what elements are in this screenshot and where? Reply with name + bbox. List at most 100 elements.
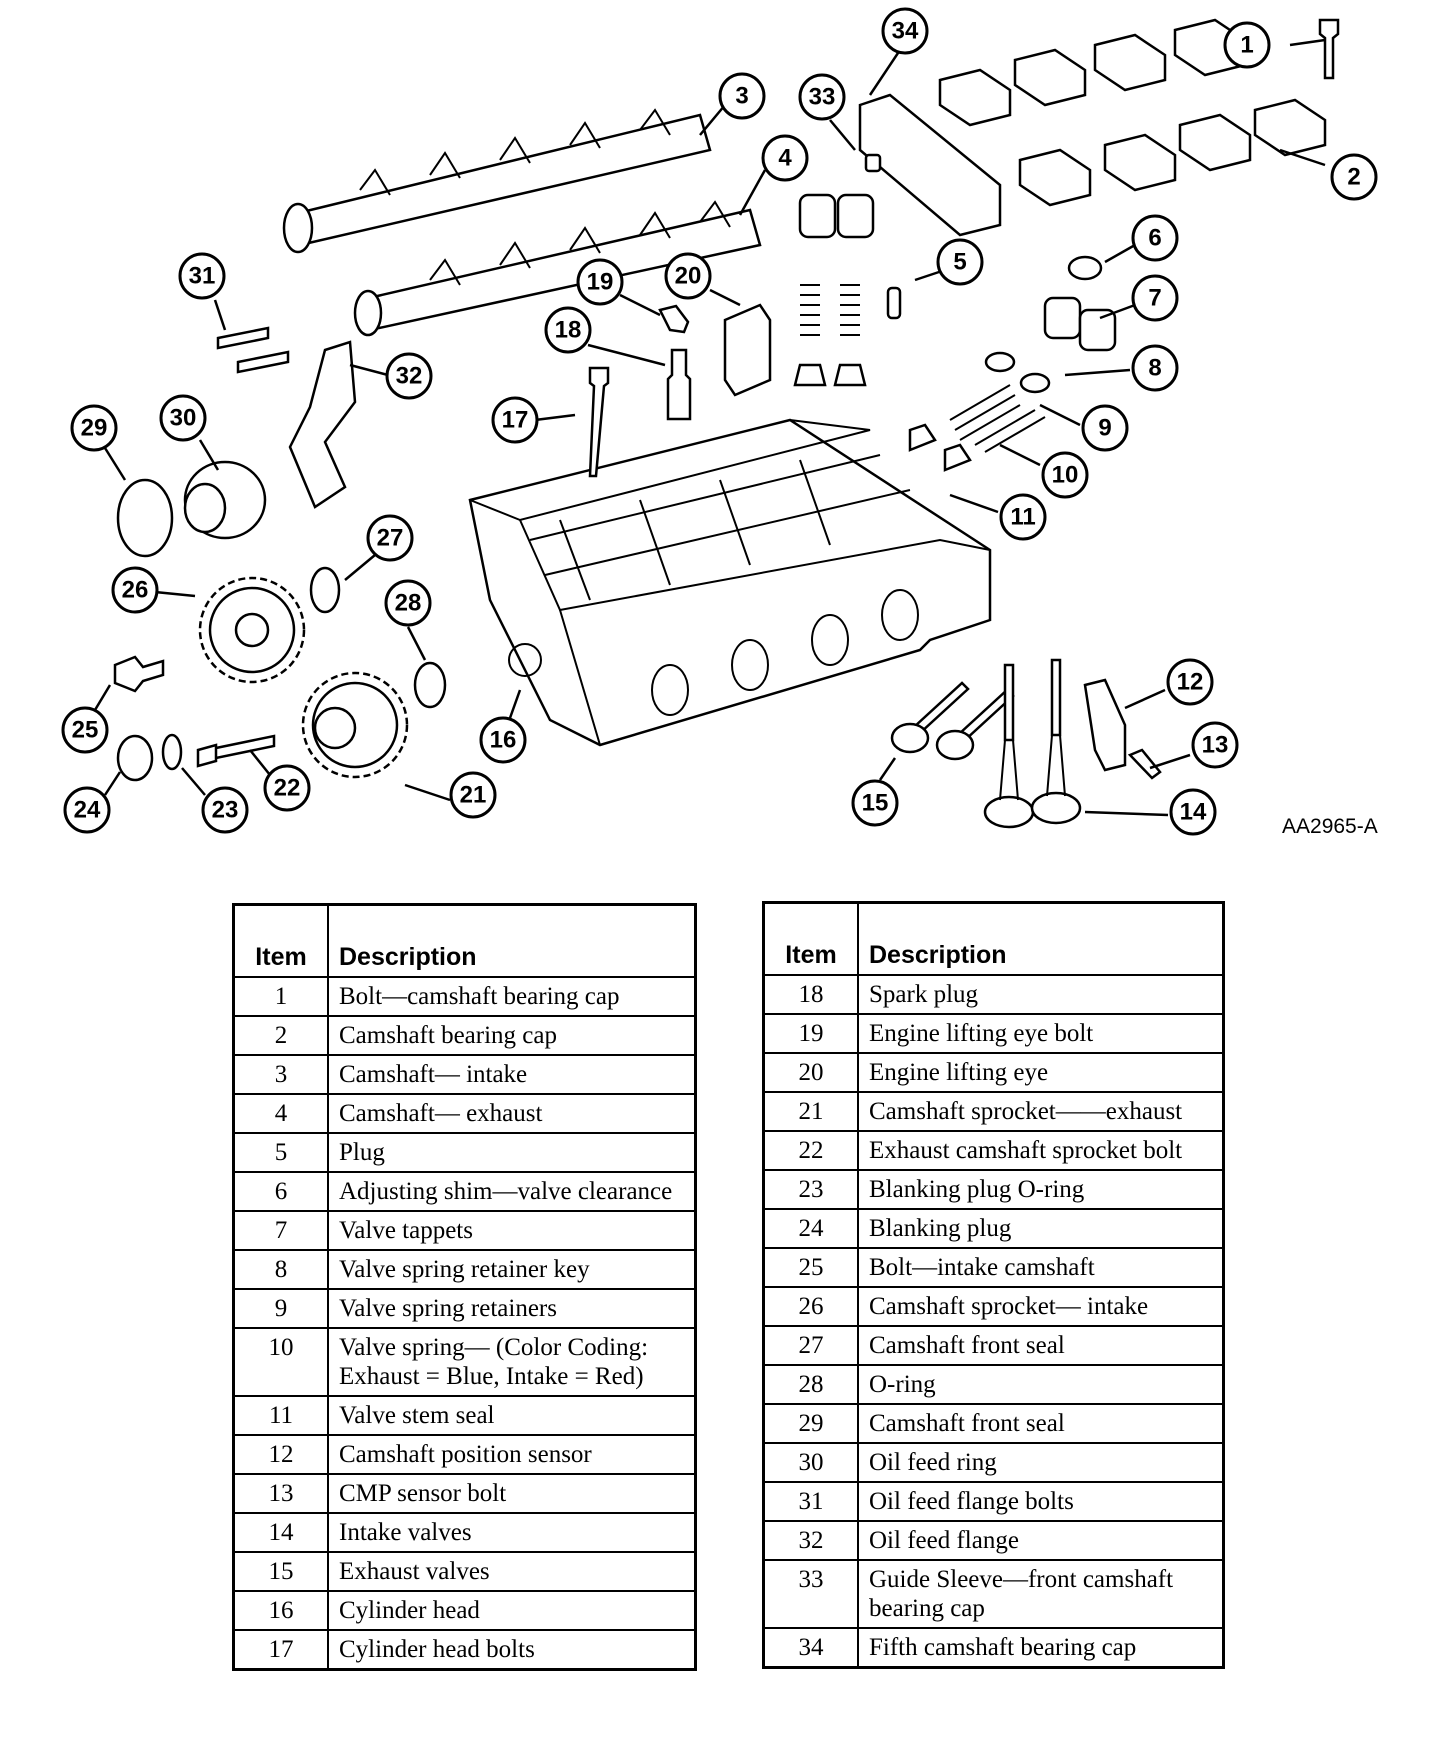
- camshaft-exhaust: [353, 200, 762, 337]
- valve-stem-seals: [793, 363, 972, 472]
- camshaft-front-seal-29: [116, 478, 174, 558]
- svg-text:16: 16: [490, 727, 517, 754]
- item-description: Exhaust valves: [327, 1551, 697, 1592]
- callout-24: 24: [63, 786, 111, 834]
- svg-text:13: 13: [1202, 732, 1229, 759]
- leader-lines: [93, 38, 1326, 817]
- svg-text:17: 17: [502, 407, 529, 434]
- svg-text:3: 3: [735, 83, 748, 110]
- item-description: Camshaft sprocket——exhaust: [857, 1091, 1225, 1132]
- callout-19: 19: [576, 258, 624, 306]
- item-description: Camshaft front seal: [857, 1325, 1225, 1366]
- svg-text:22: 22: [274, 775, 301, 802]
- item-number: 27: [762, 1325, 859, 1366]
- callout-11: 11: [999, 493, 1047, 541]
- callout-10: 10: [1041, 451, 1089, 499]
- item-number: 9: [232, 1288, 329, 1329]
- svg-text:10: 10: [1052, 462, 1079, 489]
- item-number: 19: [762, 1013, 859, 1054]
- svg-text:24: 24: [74, 797, 101, 824]
- item-number: 15: [232, 1551, 329, 1592]
- item-number: 21: [762, 1091, 859, 1132]
- callout-34: 34: [881, 7, 929, 55]
- svg-text:30: 30: [170, 405, 197, 432]
- svg-text:15: 15: [862, 790, 889, 817]
- callout-4: 4: [761, 134, 809, 182]
- item-number: 33: [762, 1559, 859, 1629]
- item-description: Blanking plug: [857, 1208, 1225, 1249]
- intake-camshaft-bolt: [113, 655, 165, 693]
- camshaft-bearing-caps: [938, 18, 1327, 207]
- valve-springs: [800, 284, 1046, 453]
- svg-text:12: 12: [1177, 669, 1204, 696]
- exhaust-sprocket-bolt: [196, 734, 276, 768]
- callout-25: 25: [61, 706, 109, 754]
- svg-text:9: 9: [1098, 415, 1111, 442]
- item-description: Guide Sleeve—front camshaft bearing cap: [857, 1559, 1225, 1629]
- item-description: Oil feed flange: [857, 1520, 1225, 1561]
- callout-6: 6: [1131, 214, 1179, 262]
- item-description: Cylinder head bolts: [327, 1629, 697, 1671]
- item-number: 34: [762, 1627, 859, 1669]
- svg-text:33: 33: [809, 84, 836, 111]
- item-description: Engine lifting eye bolt: [857, 1013, 1225, 1054]
- item-column-header: Item: [762, 901, 859, 976]
- plug: [886, 286, 902, 320]
- callout-26: 26: [111, 566, 159, 614]
- item-description: Intake valves: [327, 1512, 697, 1553]
- item-number: 30: [762, 1442, 859, 1483]
- svg-text:34: 34: [892, 18, 919, 45]
- spark-plug: [666, 348, 692, 421]
- callout-29: 29: [70, 404, 118, 452]
- callout-30: 30: [159, 394, 207, 442]
- item-description: Camshaft— exhaust: [327, 1093, 697, 1134]
- callout-16: 16: [479, 716, 527, 764]
- item-number: 32: [762, 1520, 859, 1561]
- item-description: Camshaft bearing cap: [327, 1015, 697, 1056]
- callout-9: 9: [1081, 404, 1129, 452]
- item-number: 5: [232, 1132, 329, 1173]
- item-description: Valve spring retainer key: [327, 1249, 697, 1290]
- svg-text:29: 29: [81, 415, 108, 442]
- svg-text:8: 8: [1148, 355, 1161, 382]
- svg-text:4: 4: [778, 145, 792, 172]
- cylinder-head: [468, 418, 992, 747]
- item-description: Exhaust camshaft sprocket bolt: [857, 1130, 1225, 1171]
- item-description: Valve spring— (Color Coding: Exhaust = B…: [327, 1327, 697, 1397]
- item-number: 10: [232, 1327, 329, 1397]
- callout-17: 17: [491, 396, 539, 444]
- camshaft-sprocket-exhaust: [301, 671, 409, 779]
- item-number: 23: [762, 1169, 859, 1210]
- item-description: Bolt—camshaft bearing cap: [327, 976, 697, 1017]
- item-number: 4: [232, 1093, 329, 1134]
- callout-27: 27: [366, 514, 414, 562]
- svg-text:26: 26: [122, 577, 149, 604]
- item-number: 8: [232, 1249, 329, 1290]
- adjusting-shim: [1067, 255, 1103, 281]
- camshaft-front-seal-27: [309, 566, 341, 614]
- callout-28: 28: [384, 579, 432, 627]
- oil-feed-ring: [183, 460, 267, 540]
- callout-8: 8: [1131, 344, 1179, 392]
- svg-text:32: 32: [396, 363, 423, 390]
- o-ring-28: [413, 661, 447, 709]
- item-description: Blanking plug O-ring: [857, 1169, 1225, 1210]
- callout-33: 33: [798, 73, 846, 121]
- svg-text:23: 23: [212, 797, 239, 824]
- item-column-header: Item: [232, 903, 329, 978]
